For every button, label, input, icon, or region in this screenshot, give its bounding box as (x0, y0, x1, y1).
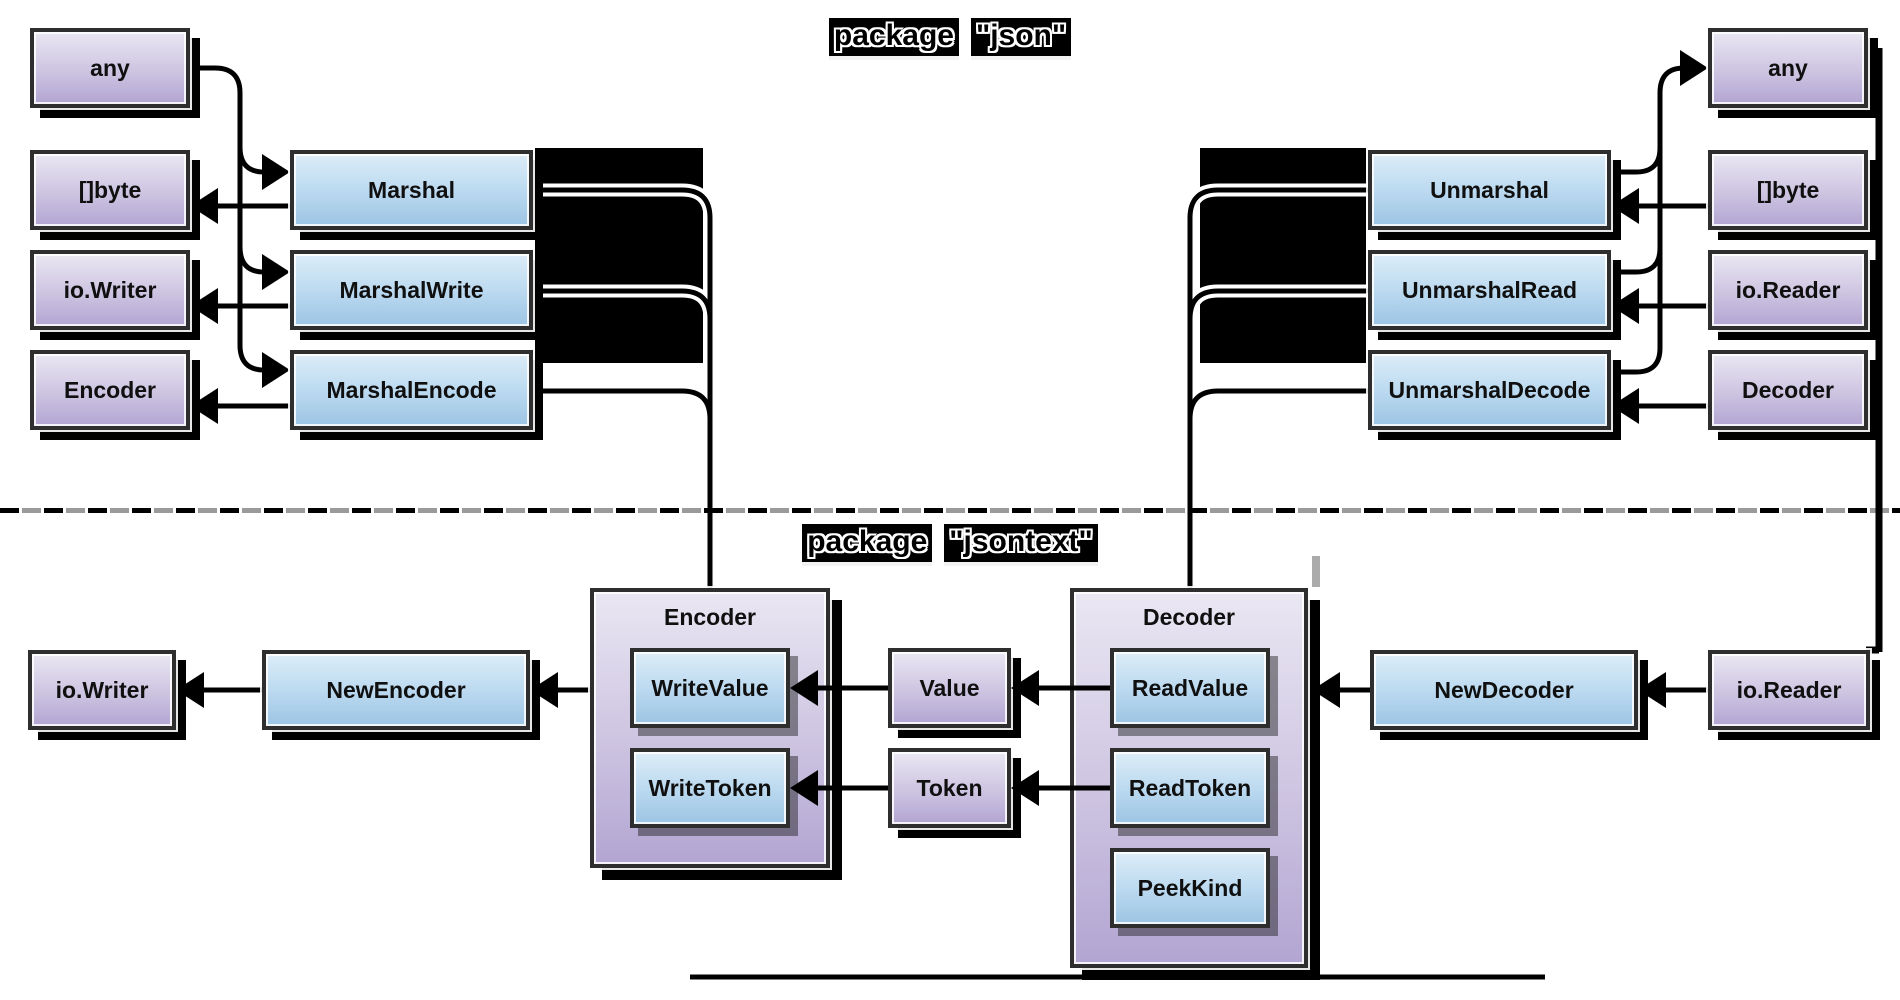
node-label: WriteValue (651, 674, 769, 701)
any-branch-marshalwrite (237, 246, 265, 275)
node-label: ReadValue (1131, 674, 1249, 701)
redacted-block-right (1200, 148, 1366, 363)
arrow-into-unmarshalread (1611, 288, 1639, 324)
arrow-into-iowriter-left (190, 288, 218, 324)
node-label: UnmarshalRead (1401, 276, 1578, 303)
node-label: Unmarshal (1430, 176, 1549, 203)
node-label: io.Writer (55, 676, 149, 703)
arrow-into-token (1011, 770, 1039, 806)
node-marshalwrite: MarshalWrite (290, 250, 533, 330)
node-value: Value (888, 648, 1011, 728)
arrow-into-marshalencode (262, 352, 290, 388)
node-iowriter-json: io.Writer (30, 250, 190, 330)
redacted-block-left (535, 148, 703, 363)
node-unmarshal: Unmarshal (1368, 150, 1611, 230)
node-marshal: Marshal (290, 150, 533, 230)
node-label: NewEncoder (326, 676, 466, 703)
arrow-into-unmarshal (1611, 188, 1639, 224)
node-readvalue: ReadValue (1110, 648, 1270, 728)
node-ioreader-jsontext: io.Reader (1708, 650, 1870, 730)
node-writetoken: WriteToken (630, 748, 790, 828)
node-unmarshalread: UnmarshalRead (1368, 250, 1611, 330)
node-label: io.Reader (1735, 276, 1841, 303)
node-writevalue: WriteValue (630, 648, 790, 728)
any-input-trunk-left (190, 65, 265, 373)
node-label: UnmarshalDecode (1388, 376, 1591, 403)
node-label: any (90, 54, 130, 81)
node-label: Token (916, 774, 983, 801)
node-byte-left: []byte (30, 150, 190, 230)
node-newencoder: NewEncoder (262, 650, 530, 730)
node-label: WriteToken (648, 774, 772, 801)
node-unmarshaldecode: UnmarshalDecode (1368, 350, 1611, 430)
arrow-into-byte-left (190, 188, 218, 224)
package-word-highlight: package (828, 18, 959, 60)
package-word-highlight: package (802, 524, 933, 566)
any-branch-marshal (237, 146, 265, 175)
package-json-title: package "json" (0, 18, 1900, 60)
node-label: MarshalEncode (326, 376, 497, 403)
node-label: []byte (1756, 176, 1820, 203)
arrow-into-decoder-struct (1312, 672, 1340, 708)
arrow-into-marshalwrite (262, 254, 290, 290)
arrow-into-value (1011, 670, 1039, 706)
arrow-into-encoder-type (190, 388, 218, 424)
node-byte-right: []byte (1708, 150, 1868, 230)
package-separator-dashed-line (0, 508, 1900, 513)
unmarshalread-branch-any (1611, 247, 1663, 275)
unmarshaldecode-to-decoder-link (1187, 388, 1368, 420)
decoder-struct-title: Decoder (1142, 604, 1236, 630)
node-label: NewDecoder (1434, 676, 1574, 703)
node-label: io.Reader (1736, 676, 1842, 703)
json-name-highlight: "json" (970, 18, 1072, 60)
any-output-trunk-right (1611, 65, 1685, 375)
node-label: []byte (78, 176, 142, 203)
node-decoder-json: Decoder (1708, 350, 1868, 430)
node-label: ReadToken (1128, 774, 1252, 801)
arrow-into-newdecoder (1638, 672, 1666, 708)
jsontext-name-highlight: "jsontext" (944, 524, 1098, 566)
marshalencode-to-encoder-link (533, 388, 713, 420)
arrow-into-iowriter-bottom (176, 672, 204, 708)
unmarshal-branch-any (1611, 147, 1663, 175)
node-ioreader-json: io.Reader (1708, 250, 1868, 330)
node-token: Token (888, 748, 1011, 828)
encoder-struct-title: Encoder (663, 604, 757, 630)
arrow-into-newencoder (530, 672, 558, 708)
node-label: io.Writer (63, 276, 157, 303)
node-label: Marshal (368, 176, 455, 203)
node-label: Encoder (63, 376, 157, 403)
package-jsontext-title: package "jsontext" (0, 524, 1900, 566)
node-any-right: any (1708, 28, 1868, 108)
node-label: PeekKind (1137, 874, 1243, 901)
node-iowriter-jsontext: io.Writer (28, 650, 176, 730)
node-label: MarshalWrite (339, 276, 484, 303)
node-marshalencode: MarshalEncode (290, 350, 533, 430)
node-peekkind: PeekKind (1110, 848, 1270, 928)
node-newdecoder: NewDecoder (1370, 650, 1638, 730)
node-encoder-json: Encoder (30, 350, 190, 430)
node-label: any (1768, 54, 1808, 81)
node-label: Decoder (1741, 376, 1835, 403)
node-any-left: any (30, 28, 190, 108)
arrow-into-unmarshaldecode (1611, 388, 1639, 424)
node-readtoken: ReadToken (1110, 748, 1270, 828)
arrow-into-marshal (262, 154, 290, 190)
node-label: Value (919, 674, 980, 701)
